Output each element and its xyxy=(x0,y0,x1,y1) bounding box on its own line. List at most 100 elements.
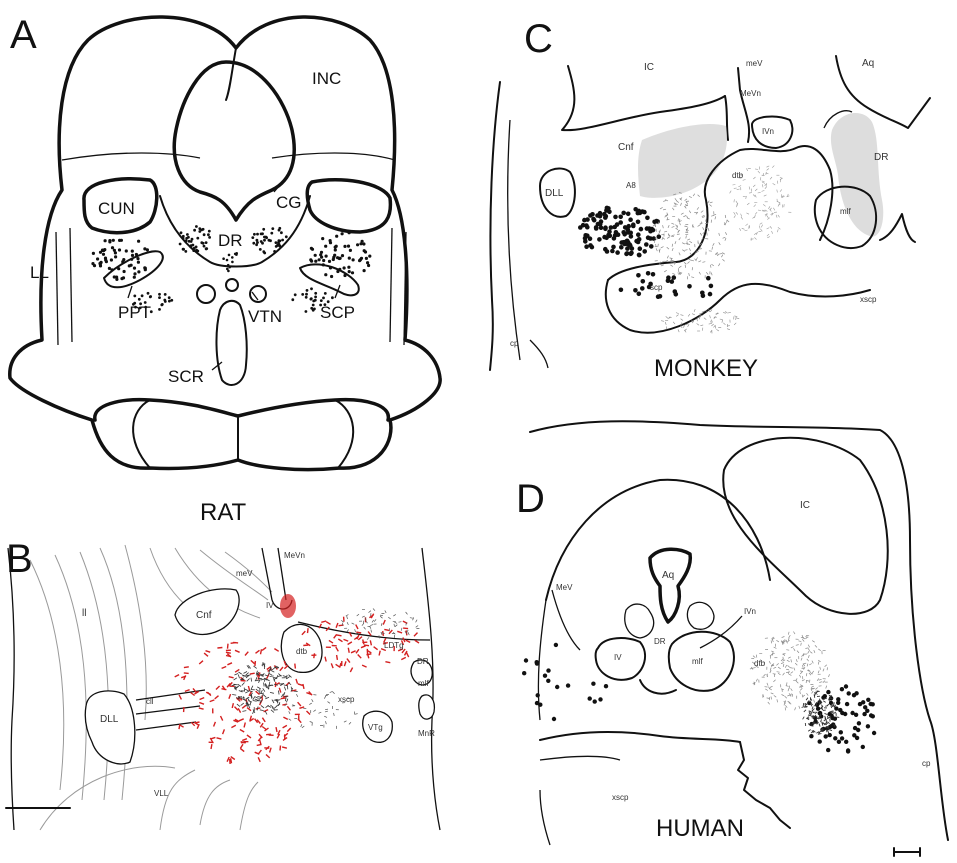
panel-b-red-marker xyxy=(234,668,240,673)
monkey-stipple-mark xyxy=(754,194,757,198)
human-stipple-mark xyxy=(798,705,801,709)
human-stipple-mark xyxy=(784,639,787,643)
panel-d-scale-bar xyxy=(893,847,921,857)
panel-b-stipple-mark xyxy=(238,690,243,693)
panel-b-stipple-mark xyxy=(250,685,254,690)
monkey-stipple-mark xyxy=(676,233,680,236)
monkey-label-mlf: mlf xyxy=(840,207,851,216)
panel-b-red-marker xyxy=(264,727,269,732)
monkey-stipple-mark xyxy=(705,222,709,225)
monkey-stipple-mark xyxy=(769,207,772,211)
panel-b-red-marker xyxy=(266,666,272,671)
rat-stipple-dot xyxy=(350,271,355,275)
human-stipple-mark xyxy=(816,678,820,682)
rat-label-dr: DR xyxy=(218,231,243,250)
human-stipple-mark xyxy=(814,715,818,718)
human-stipple-mark xyxy=(808,672,812,676)
human-neuron-dot xyxy=(815,706,821,711)
panel-b-red-marker xyxy=(349,667,354,673)
monkey-stipple-mark xyxy=(673,202,676,206)
monkey-stipple-mark xyxy=(715,251,718,255)
panel-b-stipple-mark xyxy=(249,701,252,706)
rat-stipple-dot xyxy=(347,256,351,260)
human-neuron-dot xyxy=(863,705,868,710)
panel-b-red-marker xyxy=(228,693,232,700)
monkey-stipple-mark xyxy=(757,192,761,194)
monkey-stipple-mark xyxy=(664,214,667,218)
rat-stipple-dot xyxy=(343,273,347,278)
panel-b-red-marker xyxy=(238,718,244,722)
monkey-stipple-mark xyxy=(684,329,687,333)
human-stipple-mark xyxy=(783,700,786,704)
human-stipple-mark xyxy=(816,731,820,734)
monkey-stipple-mark xyxy=(701,310,705,313)
monkey-stipple-mark xyxy=(681,242,685,245)
human-stipple-mark xyxy=(817,670,820,674)
rat-stipple-dot xyxy=(309,246,313,250)
panel-b-red-marker xyxy=(254,660,257,667)
monkey-stipple-mark xyxy=(711,246,714,250)
rat-stipple-dot xyxy=(96,257,100,261)
monkey-stipple-mark xyxy=(710,272,713,276)
panel-b-red-marker xyxy=(217,646,223,649)
monkey-label-cnf: Cnf xyxy=(618,142,634,153)
monkey-stipple-mark xyxy=(719,252,723,255)
panel-b-red-marker xyxy=(360,645,366,649)
human-stipple-mark xyxy=(799,684,803,687)
panel-b-stipple-mark xyxy=(324,695,327,699)
human-stipple-mark xyxy=(821,704,824,708)
human-stipple-mark xyxy=(805,636,809,638)
panel-b-red-marker xyxy=(203,652,209,657)
monkey-stipple-mark xyxy=(685,242,689,245)
monkey-stipple-mark xyxy=(761,190,765,192)
panel-b-stipple-mark xyxy=(370,624,374,626)
monkey-stipple-mark xyxy=(754,214,756,218)
human-stipple-mark xyxy=(755,665,759,668)
panel-b-red-marker xyxy=(205,650,211,653)
panel-b-stipple-mark xyxy=(243,671,248,674)
monkey-label-ic: IC xyxy=(644,62,654,73)
panel-b-stipple-mark xyxy=(348,721,352,725)
human-stipple-mark xyxy=(773,666,777,669)
rat-stipple-dot xyxy=(103,239,107,243)
panel-b-red-marker xyxy=(210,743,213,750)
panel-b-stipple-mark xyxy=(343,720,347,723)
monkey-stipple-mark xyxy=(725,232,728,236)
monkey-neuron-dot xyxy=(626,223,631,229)
monkey-neuron-dot xyxy=(619,245,624,250)
human-neuron-dot xyxy=(535,693,540,698)
human-neuron-dot xyxy=(817,711,822,716)
monkey-neuron-dot xyxy=(614,222,620,227)
rat-stipple-dot xyxy=(314,259,318,263)
panel-b-red-marker xyxy=(261,717,266,723)
monkey-neuron-dot xyxy=(637,252,642,258)
panel-b-iv-red xyxy=(280,594,296,618)
monkey-neuron-dot xyxy=(645,215,650,221)
human-stipple-mark xyxy=(801,654,804,657)
panel-b-stipple-mark xyxy=(273,677,277,681)
panel-b-red-marker xyxy=(366,653,372,656)
rat-stipple-dot xyxy=(179,231,183,235)
human-stipple-mark xyxy=(773,695,777,698)
rat-stipple-dot xyxy=(362,249,366,253)
rat-stipple-dot xyxy=(145,248,149,252)
human-stipple-mark xyxy=(818,723,821,727)
human-label-cp: cp xyxy=(922,759,931,768)
human-stipple-mark xyxy=(755,678,758,682)
human-stipple-mark xyxy=(780,688,784,691)
monkey-stipple-mark xyxy=(691,276,695,278)
rat-stipple-dot xyxy=(158,308,161,311)
panel-b-red-marker xyxy=(382,619,386,625)
rat-stipple-dot xyxy=(321,237,325,241)
human-neuron-dot xyxy=(827,711,832,717)
panel-b-stipple-mark xyxy=(259,709,264,711)
monkey-stipple-mark xyxy=(769,176,773,180)
rat-stipple-dot xyxy=(356,243,360,247)
human-stipple-mark xyxy=(802,638,805,642)
rat-stipple-dot xyxy=(265,236,268,240)
human-stipple-mark xyxy=(824,715,827,719)
panel-b-red-marker xyxy=(228,676,234,679)
human-stipple-mark xyxy=(787,694,791,697)
panel-b-red-marker xyxy=(249,717,255,722)
monkey-stipple-mark xyxy=(746,168,749,172)
